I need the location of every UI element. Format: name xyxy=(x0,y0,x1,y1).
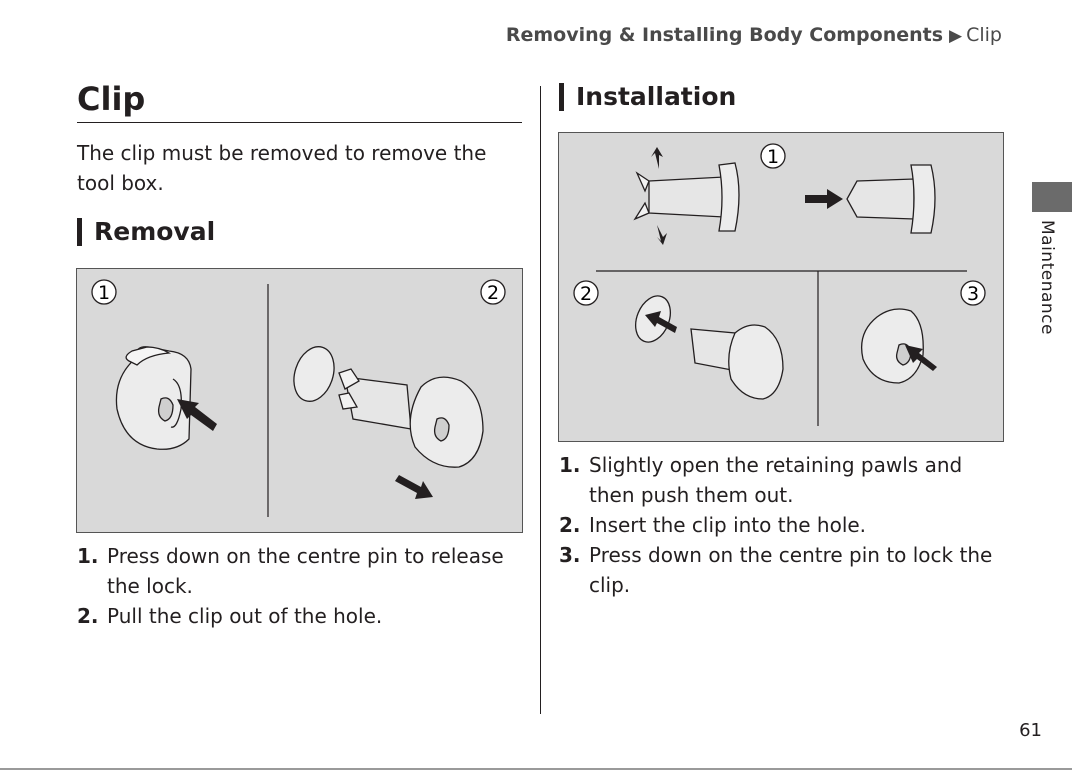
step-marker-3: 3 xyxy=(960,280,986,306)
intro-text: The clip must be removed to remove the t… xyxy=(77,141,487,195)
step-number: 2. xyxy=(559,513,581,537)
breadcrumb: Removing & Installing Body Components▶Cl… xyxy=(506,24,1002,46)
footer-rule xyxy=(0,768,1072,770)
installation-heading: Installation xyxy=(559,83,736,111)
insert-arrow-icon xyxy=(645,311,677,333)
spread-arrow-icon xyxy=(651,147,663,169)
removal-steps: 1. Press down on the centre pin to releas… xyxy=(77,541,527,631)
pull-arrow-icon xyxy=(395,475,433,499)
closed-clip-drawing xyxy=(846,164,936,234)
svg-text:1: 1 xyxy=(98,282,110,304)
removal-illustration: 1 2 xyxy=(91,279,506,517)
press-arrow-icon xyxy=(905,345,937,371)
svg-text:1: 1 xyxy=(767,146,779,168)
installed-clip-drawing xyxy=(860,308,924,384)
clip-body-drawing xyxy=(338,368,484,468)
step-marker-1: 1 xyxy=(91,279,117,305)
removal-figure: 1 2 xyxy=(76,268,523,533)
list-item: 1. Press down on the centre pin to releas… xyxy=(77,541,527,601)
step-marker-2: 2 xyxy=(480,279,506,305)
step-marker-2: 2 xyxy=(573,280,599,306)
installation-steps: 1. Slightly open the retaining pawls and … xyxy=(559,450,1009,600)
step-text: Press down on the centre pin to release … xyxy=(107,544,504,598)
removal-heading: Removal xyxy=(77,218,215,246)
breadcrumb-section: Removing & Installing Body Components xyxy=(505,24,944,46)
installation-illustration: 1 2 3 xyxy=(573,143,986,426)
spread-arrow-icon xyxy=(657,225,667,245)
step-marker-1: 1 xyxy=(760,143,786,169)
clip-cap-drawing xyxy=(293,346,335,402)
step-number: 1. xyxy=(77,544,99,568)
page-number: 61 xyxy=(1019,720,1042,741)
clip-head-drawing xyxy=(115,346,192,450)
side-tab-label: Maintenance xyxy=(1037,220,1057,335)
list-item: 2. Insert the clip into the hole. xyxy=(559,510,1009,540)
step-text: Pull the clip out of the hole. xyxy=(107,604,383,628)
svg-text:2: 2 xyxy=(487,282,499,304)
breadcrumb-arrow-icon: ▶ xyxy=(949,26,963,46)
push-arrow-icon xyxy=(805,189,843,209)
side-tab-marker xyxy=(1032,182,1072,212)
page-title: Clip xyxy=(77,80,522,123)
step-number: 1. xyxy=(559,453,581,477)
breadcrumb-current: Clip xyxy=(966,24,1002,46)
step-text: Insert the clip into the hole. xyxy=(589,513,867,537)
step-text: Press down on the centre pin to lock the… xyxy=(589,543,993,597)
list-item: 2. Pull the clip out of the hole. xyxy=(77,601,527,631)
step-number: 2. xyxy=(77,604,99,628)
column-divider xyxy=(540,86,541,714)
clip-body-drawing xyxy=(690,324,784,400)
step-text: Slightly open the retaining pawls and th… xyxy=(589,453,963,507)
list-item: 3. Press down on the centre pin to lock t… xyxy=(559,540,1009,600)
press-arrow-icon xyxy=(177,399,217,431)
installation-figure: 1 2 3 xyxy=(558,132,1004,442)
svg-text:2: 2 xyxy=(580,283,592,305)
list-item: 1. Slightly open the retaining pawls and … xyxy=(559,450,1009,510)
open-clip-drawing xyxy=(633,162,740,232)
step-number: 3. xyxy=(559,543,581,567)
svg-text:3: 3 xyxy=(967,283,979,305)
